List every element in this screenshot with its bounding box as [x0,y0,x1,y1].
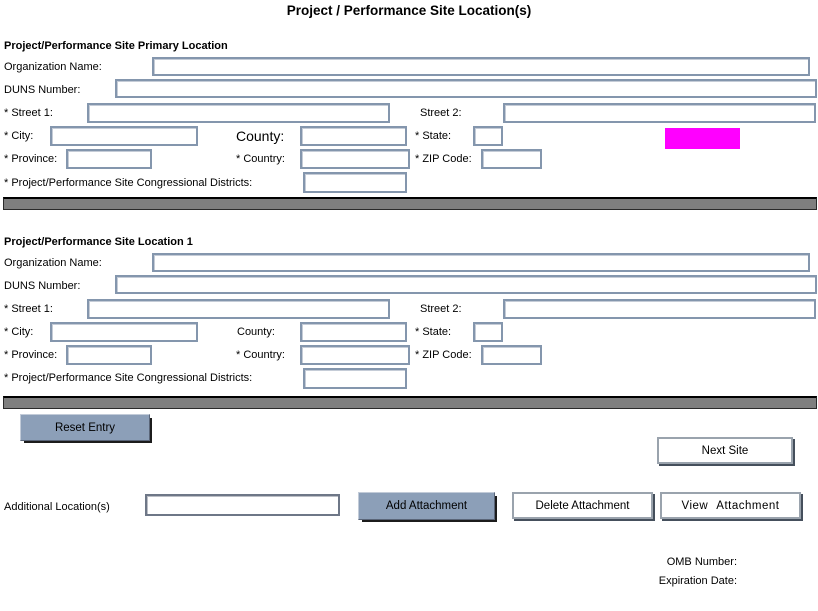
province-input[interactable] [66,345,152,365]
state-input[interactable] [473,322,503,342]
zip-code-label: * ZIP Code: [415,349,472,361]
province-label: * Province: [4,153,58,165]
next-site-button[interactable]: Next Site [657,437,793,464]
city-input[interactable] [50,322,198,342]
section-header: Project/Performance Site Location 1 [4,236,193,248]
congressional-districts-input[interactable] [303,368,407,389]
province-label: * Province: [4,349,58,361]
add-attachment-button[interactable]: Add Attachment [358,492,495,520]
section-separator-bar [3,396,817,409]
congressional-districts-label: * Project/Performance Site Congressional… [4,177,253,189]
street1-input[interactable] [87,103,390,123]
page-title: Project / Performance Site Location(s) [286,3,532,18]
city-label: * City: [4,326,34,338]
city-label: * City: [4,130,34,142]
country-input[interactable] [300,149,410,169]
street2-input[interactable] [503,299,816,319]
delete-attachment-button[interactable]: Delete Attachment [512,492,653,519]
street2-input[interactable] [503,103,816,123]
street1-label: * Street 1: [4,303,53,315]
reset-entry-button[interactable]: Reset Entry [20,414,150,441]
magenta-highlight [665,128,740,149]
duns-number-label: DUNS Number: [4,84,81,96]
state-label: * State: [415,130,452,142]
organization-name-label: Organization Name: [4,257,102,269]
additional-locations-label: Additional Location(s) [4,501,110,513]
congressional-districts-input[interactable] [303,172,407,193]
view-attachment-button[interactable]: View Attachment [660,492,801,519]
organization-name-label: Organization Name: [4,61,102,73]
zip-code-input[interactable] [481,345,542,365]
state-input[interactable] [473,126,503,146]
organization-name-input[interactable] [152,57,810,76]
street1-label: * Street 1: [4,107,53,119]
street2-label: Street 2: [420,303,462,315]
street2-label: Street 2: [420,107,462,119]
duns-number-input[interactable] [115,275,817,294]
country-input[interactable] [300,345,410,365]
organization-name-input[interactable] [152,253,810,272]
section-separator-bar [3,197,817,210]
location-1-section: Project/Performance Site Location 1 Orga… [0,236,818,406]
primary-location-section: Project/Performance Site Primary Locatio… [0,40,818,210]
zip-code-label: * ZIP Code: [415,153,472,165]
city-input[interactable] [50,126,198,146]
duns-number-input[interactable] [115,79,817,98]
country-label: * Country: [236,153,285,165]
country-label: * Country: [236,349,285,361]
section-header: Project/Performance Site Primary Locatio… [4,40,228,52]
state-label: * State: [415,326,452,338]
county-label: County: [236,128,285,144]
additional-locations-input[interactable] [145,494,340,516]
county-input[interactable] [300,126,407,146]
county-input[interactable] [300,322,407,342]
county-label: County: [237,326,275,338]
zip-code-input[interactable] [481,149,542,169]
expiration-date-label: Expiration Date: [658,575,737,587]
omb-number-label: OMB Number: [666,556,737,568]
duns-number-label: DUNS Number: [4,280,81,292]
street1-input[interactable] [87,299,390,319]
congressional-districts-label: * Project/Performance Site Congressional… [4,372,253,384]
province-input[interactable] [66,149,152,169]
